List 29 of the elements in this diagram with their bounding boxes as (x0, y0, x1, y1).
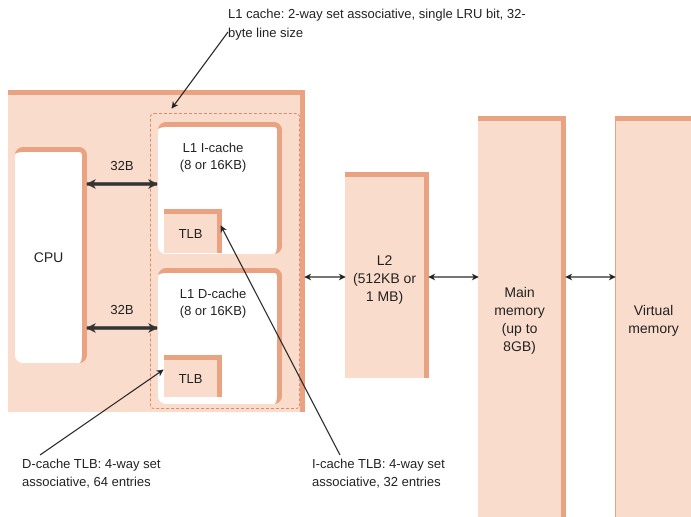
processor-box (8, 90, 305, 412)
double-arrow (86, 323, 158, 333)
box-label: TLB (178, 370, 202, 388)
memory-box (478, 116, 566, 517)
l2-cache-box (345, 172, 429, 378)
box-label: Main memory (up to 8GB) (493, 283, 546, 355)
cache-box (158, 122, 282, 254)
box-label: TLB (178, 224, 202, 243)
box-label: CPU (34, 248, 64, 267)
tlb-box (164, 355, 222, 397)
memory-box (615, 116, 691, 517)
leader-arrow (40, 370, 164, 456)
l1-cache-group (150, 113, 300, 409)
leader-arrow (172, 32, 228, 109)
annotation-text: L1 cache: 2-way set associative, single LRU bit, 32-byte line size (228, 5, 527, 42)
cache-box (158, 268, 282, 404)
double-arrow (304, 274, 346, 280)
tlb-box (164, 209, 222, 253)
box-label: Virtual memory (627, 301, 680, 337)
annotation-text: I-cache TLB: 4-way set associative, 32 entries (312, 455, 446, 491)
box-label: L2 (512KB or 1 MB) (352, 250, 416, 304)
leader-arrow (220, 225, 341, 456)
box-label: L1 D-cache (8 or 16KB) (178, 285, 248, 319)
double-arrow (565, 274, 616, 280)
double-arrow (428, 274, 479, 280)
annotation-text: D-cache TLB: 4-way set associative, 64 entries (22, 455, 162, 491)
cpu-box (15, 147, 87, 363)
box-label: L1 I-cache (8 or 16KB) (178, 139, 248, 173)
double-arrow (86, 179, 158, 189)
